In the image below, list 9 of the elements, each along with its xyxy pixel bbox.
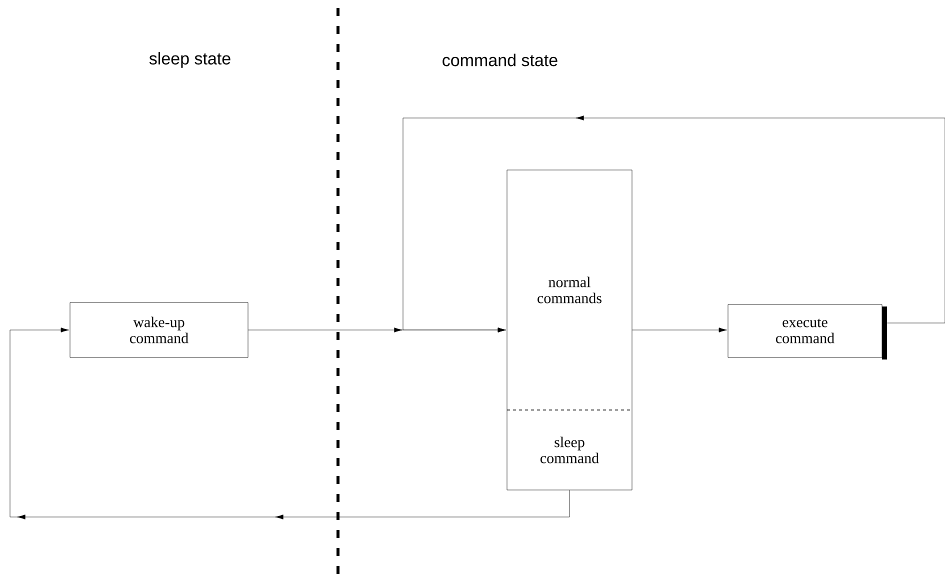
state-label: sleep state [149, 52, 230, 68]
process-box: execute command [728, 304, 887, 360]
arrow [10, 328, 570, 520]
command-box: sleep command [506, 410, 632, 490]
arrow [394, 116, 945, 332]
command-box: normal commands [506, 170, 632, 410]
process-box: wake-up command [70, 302, 248, 358]
state-label: command state [442, 54, 558, 66]
arrow [632, 328, 727, 332]
